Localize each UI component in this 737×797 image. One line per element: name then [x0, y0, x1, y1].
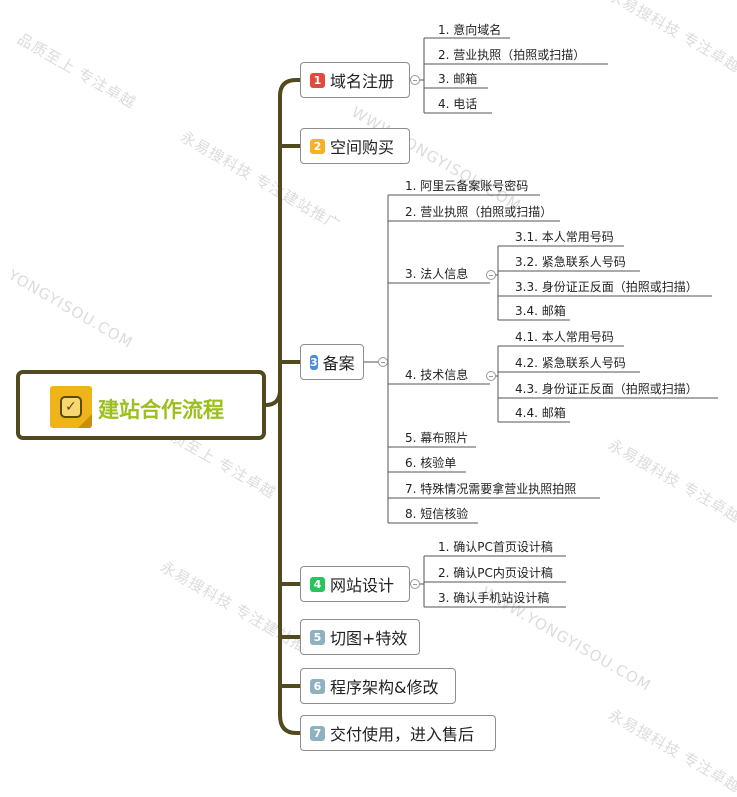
- list-item[interactable]: 3.2. 紧急联系人号码: [515, 255, 626, 269]
- collapse-toggle-icon[interactable]: [486, 270, 496, 280]
- root-topic[interactable]: ✓ 建站合作流程: [16, 370, 266, 440]
- list-item[interactable]: 4.2. 紧急联系人号码: [515, 356, 626, 370]
- list-item[interactable]: 2. 确认PC内页设计稿: [438, 566, 553, 580]
- priority-4-icon: 4: [310, 576, 325, 592]
- list-item[interactable]: 5. 幕布照片: [405, 431, 469, 445]
- list-item[interactable]: 4. 电话: [438, 97, 478, 111]
- topic-delivery[interactable]: 7 交付使用，进入售后: [300, 715, 496, 751]
- topic-slicing-effects[interactable]: 5 切图+特效: [300, 619, 420, 655]
- list-item[interactable]: 3.4. 邮箱: [515, 304, 566, 318]
- collapse-toggle-icon[interactable]: [486, 371, 496, 381]
- list-item[interactable]: 2. 营业执照（拍照或扫描）: [438, 48, 586, 62]
- list-item[interactable]: 3.3. 身份证正反面（拍照或扫描）: [515, 280, 698, 294]
- topic-label: 网站设计: [330, 576, 395, 595]
- topic-program-architecture[interactable]: 6 程序架构&修改: [300, 668, 456, 704]
- collapse-toggle-icon[interactable]: [410, 75, 420, 85]
- topic-website-design[interactable]: 4 网站设计: [300, 566, 410, 602]
- list-item[interactable]: 4. 技术信息: [405, 368, 469, 382]
- checkmark-icon: ✓: [50, 386, 92, 428]
- list-item[interactable]: 8. 短信核验: [405, 507, 469, 521]
- priority-2-icon: 2: [310, 138, 325, 154]
- collapse-toggle-icon[interactable]: [378, 357, 388, 367]
- list-item[interactable]: 1. 意向域名: [438, 23, 502, 37]
- priority-6-icon: 6: [310, 678, 325, 694]
- topic-label: 空间购买: [330, 138, 395, 157]
- list-item[interactable]: 4.1. 本人常用号码: [515, 330, 614, 344]
- topic-domain-registration[interactable]: 1 域名注册: [300, 62, 410, 98]
- topic-label: 备案: [322, 354, 355, 373]
- list-item[interactable]: 3.1. 本人常用号码: [515, 230, 614, 244]
- list-item[interactable]: 4.3. 身份证正反面（拍照或扫描）: [515, 382, 698, 396]
- priority-7-icon: 7: [310, 725, 325, 741]
- list-item[interactable]: 3. 邮箱: [438, 72, 478, 86]
- collapse-toggle-icon[interactable]: [410, 579, 420, 589]
- priority-1-icon: 1: [310, 72, 325, 88]
- list-item[interactable]: 4.4. 邮箱: [515, 406, 566, 420]
- list-item[interactable]: 1. 阿里云备案账号密码: [405, 179, 529, 193]
- topic-label: 域名注册: [330, 72, 395, 91]
- topic-filing[interactable]: 3 备案: [300, 344, 364, 380]
- root-title: 建站合作流程: [98, 397, 224, 422]
- list-item[interactable]: 6. 核验单: [405, 456, 457, 470]
- topic-label: 程序架构&修改: [330, 678, 439, 697]
- list-item[interactable]: 3. 确认手机站设计稿: [438, 591, 550, 605]
- topic-label: 交付使用，进入售后: [330, 725, 475, 744]
- list-item[interactable]: 3. 法人信息: [405, 267, 469, 281]
- list-item[interactable]: 1. 确认PC首页设计稿: [438, 540, 553, 554]
- mindmap-connectors: [264, 37, 718, 735]
- topic-label: 切图+特效: [330, 629, 408, 648]
- topic-hosting-purchase[interactable]: 2 空间购买: [300, 128, 410, 164]
- list-item[interactable]: 2. 营业执照（拍照或扫描）: [405, 205, 553, 219]
- list-item[interactable]: 7. 特殊情况需要拿营业执照拍照: [405, 482, 577, 496]
- priority-3-icon: 3: [310, 354, 318, 370]
- priority-5-icon: 5: [310, 629, 325, 645]
